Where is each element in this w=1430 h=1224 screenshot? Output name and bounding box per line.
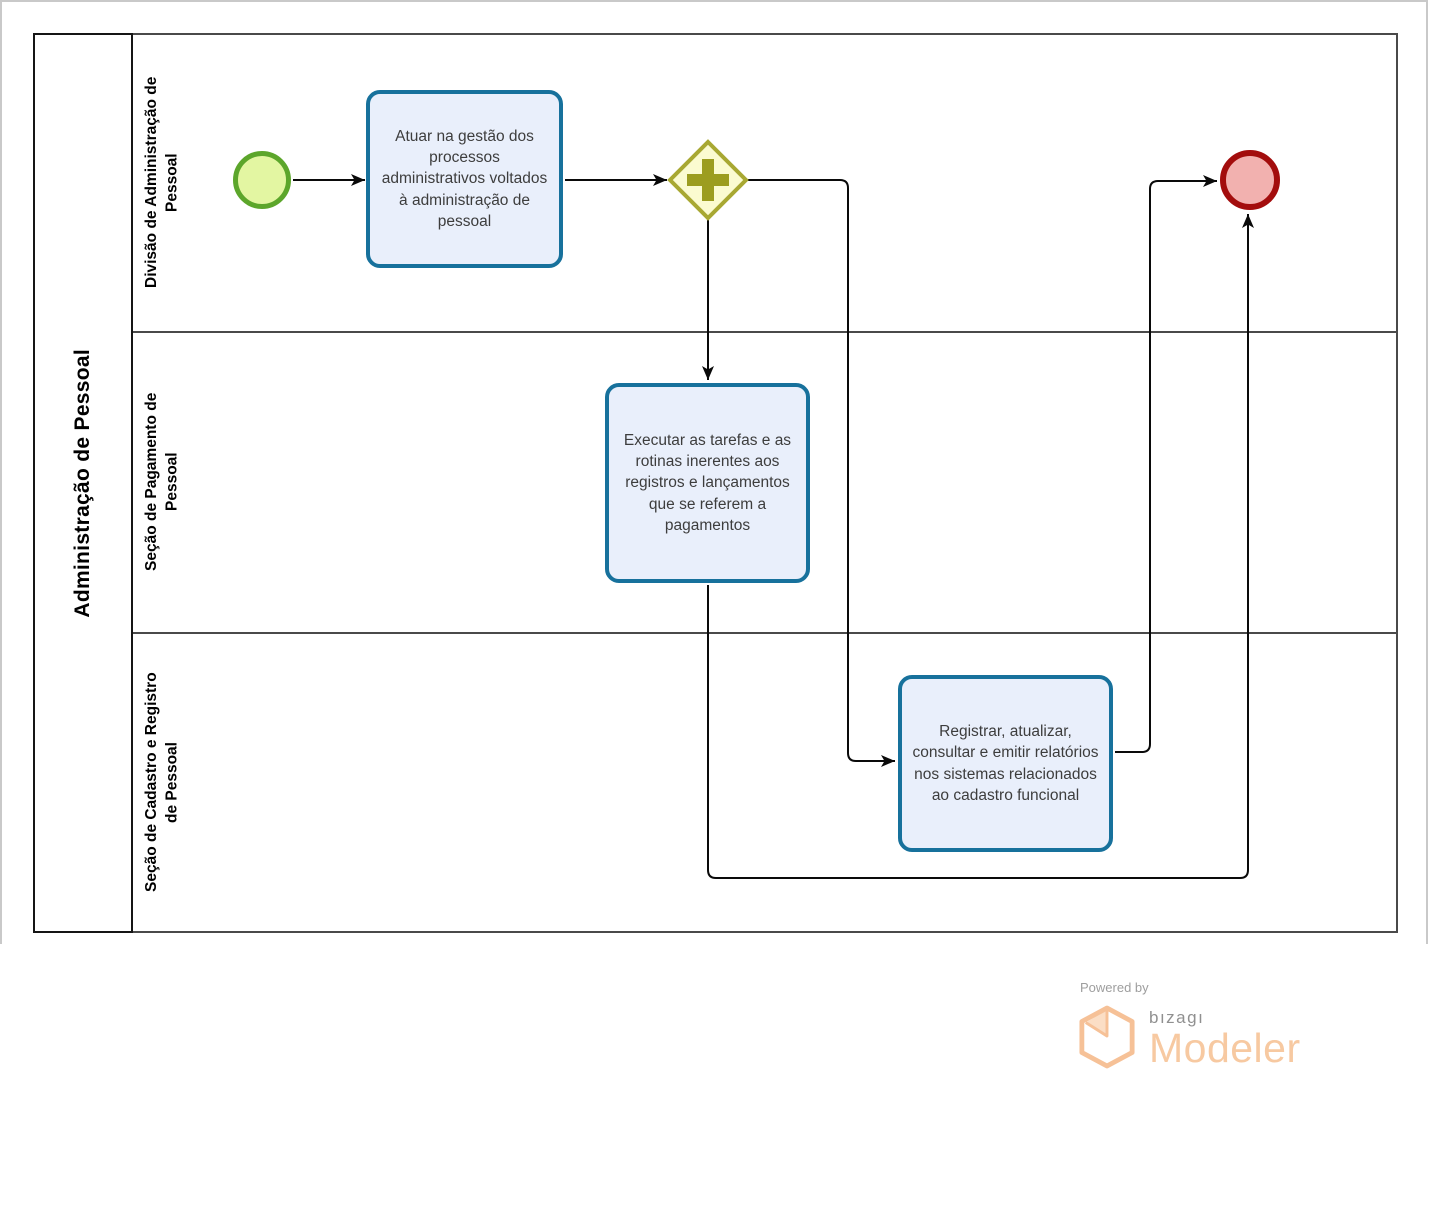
lane-divider-1 xyxy=(133,331,1396,333)
modeler-label: Modeler xyxy=(1149,1025,1301,1071)
task-executar-tarefas[interactable]: Executar as tarefas e as rotinas inerent… xyxy=(605,383,810,583)
bizagi-box-icon xyxy=(1079,1005,1135,1069)
task-label: Registrar, atualizar, consultar e emitir… xyxy=(912,722,1099,804)
lane-label-text: Seção de Pagamento de Pessoal xyxy=(142,392,180,571)
task-label: Atuar na gestão dos processos administra… xyxy=(381,127,548,231)
lane-divisao-administracao: Divisão de Administração de Pessoal xyxy=(133,33,191,331)
lane-label-text: Divisão de Administração de Pessoal xyxy=(142,76,180,288)
bizagi-footer: Powered by bızagı Modeler xyxy=(1078,980,1301,1070)
lane-divider-2 xyxy=(133,632,1396,634)
bizagi-brand-label: bızagı xyxy=(1149,1008,1205,1027)
task-label: Executar as tarefas e as rotinas inerent… xyxy=(623,431,792,535)
pool-title: Administração de Pessoal xyxy=(71,348,94,618)
lane-secao-cadastro-registro: Seção de Cadastro e Registro de Pessoal xyxy=(133,632,191,933)
powered-by-label: Powered by xyxy=(1080,980,1149,995)
lane-secao-pagamento: Seção de Pagamento de Pessoal xyxy=(133,331,191,632)
task-registrar-cadastro[interactable]: Registrar, atualizar, consultar e emitir… xyxy=(898,675,1113,852)
end-event[interactable] xyxy=(1220,150,1280,210)
task-atuar-gestao[interactable]: Atuar na gestão dos processos administra… xyxy=(366,90,563,268)
lane-label-text: Seção de Cadastro e Registro de Pessoal xyxy=(142,672,180,893)
pool-header: Administração de Pessoal xyxy=(33,33,133,933)
start-event[interactable] xyxy=(233,151,291,209)
